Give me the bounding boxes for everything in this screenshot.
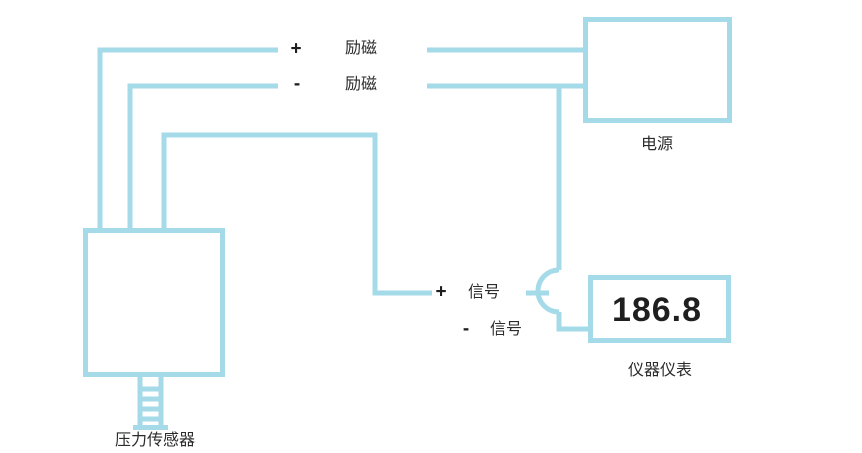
wire-signal-plus-left — [161, 132, 432, 296]
sensor-thread-connector — [133, 377, 168, 430]
wire-excitation-minus-left — [127, 83, 278, 232]
excitation-plus-label: 励磁 — [344, 40, 378, 57]
excitation-minus-sign: - — [293, 73, 301, 95]
signal-plus-sign: + — [435, 281, 447, 303]
excitation-plus-sign: + — [290, 38, 302, 60]
signal-minus-sign: - — [462, 318, 470, 340]
instrument-box — [588, 275, 731, 343]
pressure-sensor-box — [83, 228, 225, 377]
power-supply-label: 电源 — [640, 136, 674, 153]
wire-signal-minus-tail — [556, 312, 590, 332]
power-supply-box — [583, 17, 732, 123]
pressure-sensor-label: 压力传感器 — [114, 432, 196, 449]
signal-minus-label: 信号 — [489, 321, 523, 338]
wire-crossover-arc — [535, 267, 560, 315]
excitation-minus-label: 励磁 — [344, 76, 378, 93]
instrument-reading: 186.8 — [611, 291, 703, 329]
wire-excitation-plus-left — [97, 47, 278, 232]
instrument-label: 仪器仪表 — [627, 362, 693, 379]
signal-plus-label: 信号 — [467, 284, 501, 301]
